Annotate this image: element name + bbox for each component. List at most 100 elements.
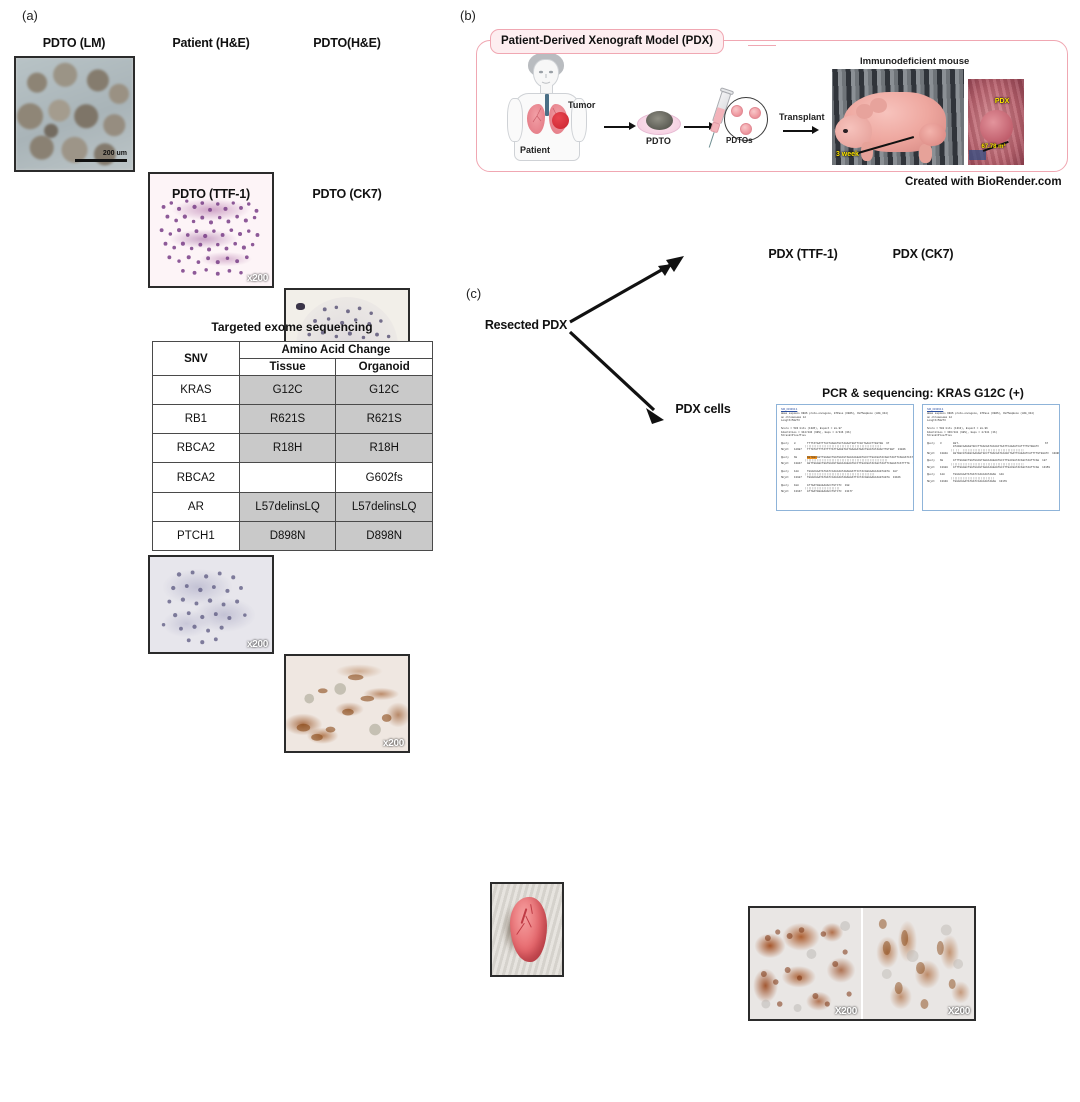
alignment-row: Query 128 TGGACGAATATGATCCAACAATAGAG 148 [927, 473, 1055, 477]
cell-snv: RBCA2 [152, 462, 240, 493]
cell-organoid: R18H [335, 433, 433, 464]
ttf1-cell-detail [760, 921, 852, 1012]
shoulder-left [507, 98, 523, 142]
transplant-label: Transplant [779, 112, 825, 122]
arrow-1-head [629, 122, 636, 130]
align-start: 68 [940, 459, 944, 463]
align-label: Query [927, 459, 935, 463]
magnification-label: x200 [246, 273, 268, 284]
patient-illustration: Tumor Patient [494, 52, 606, 164]
alignment-row: Query 128 TGGACGAATATGATCCAACAATAGAGGATT… [781, 470, 909, 474]
pdx-ck7-title: PDX (CK7) [892, 247, 954, 261]
table-caption: Targeted exome sequencing [211, 320, 373, 334]
align-seq: ATTGATGGAGAAACCTGTCTC [807, 490, 842, 494]
align-start: 128 [940, 473, 945, 477]
pdx-note: PDX [994, 97, 1010, 105]
alignment-match-bars: ||||||||||||||||||||||||||||||||||||||||… [951, 463, 1024, 466]
pdx-ihc-image-pair: X200 X200 [748, 906, 976, 1021]
pdx-ttf1-image: X200 [750, 908, 863, 1019]
alignment-row: Sbjct 12987 TTTGTATTTTATTTTATTAAGGTGCTGA… [781, 448, 909, 452]
cell-tissue: R621S [238, 404, 337, 435]
mouse-ear-right [870, 97, 888, 114]
blast-accession-link[interactable]: NM_033360.4 [781, 408, 798, 411]
resected-pdx-image [490, 882, 564, 977]
snv-table-body: KRAS G12C G12C RB1 R621S R621S RBCA2 R18… [152, 374, 433, 552]
alignment-match-bars: || || ||||||||||||||||||||||||||||||||||… [951, 449, 1024, 452]
mouse-week-note: 3 week [835, 150, 859, 158]
organoid-1 [731, 105, 743, 117]
table-row: PTCH1 D898N D898N [152, 520, 433, 552]
align-label: Query [927, 441, 935, 445]
alignment-row: Sbjct 13047 AGTTGGAGCTGGTGGCGTAGGCAAGAGT… [781, 462, 913, 466]
he-tissue-blob [150, 174, 272, 286]
cell-snv: RBCA2 [152, 433, 240, 464]
snv-table: SNV Amino Acid Change Tissue Organoid KR… [152, 341, 434, 552]
align-start: 13048 [940, 452, 948, 455]
cell-organoid: G602fs [335, 462, 433, 493]
align-end: 13159 [1042, 466, 1050, 469]
align-end: 13177 [844, 490, 853, 494]
align-label: Query [781, 441, 789, 445]
align-seq: ATTTGGAGCTGGTGGCGTAGGCAAGAGTGCCTTGACGATA… [953, 459, 1040, 463]
magnification-label: X200 [947, 1006, 970, 1017]
pdx-tumor-zoom-photo: PDX 67.78 m³ [968, 79, 1024, 165]
blast-result-1: NM_033360.4 Homo sapiens KRAS proto-onco… [776, 404, 914, 511]
alignment-row: Query 3 GGT-GTAGGCAAGAGTGCCTTGACGATACAGC… [927, 442, 1055, 449]
magnification-label: x200 [382, 738, 404, 749]
mouse-caption: Immunodeficient mouse [860, 56, 970, 67]
cell-tissue [238, 462, 337, 493]
alignment-row: Sbjct 13100 ATTTGGAGCTGGTGGCGTAGGCAAGAGT… [927, 466, 1055, 470]
align-seq: TGGACGAATATGATCCAACAATAGAGGATTCCTACAGGAA… [807, 469, 890, 473]
pdx-model-title: Patient-Derived Xenograft Model (PDX) [490, 29, 725, 54]
align-start: 68 [794, 455, 798, 459]
patient-he-image: x200 [148, 172, 274, 288]
blast-identities: Identities = 336/341 (98%), Gaps = 2/341… [927, 430, 998, 434]
align-start: 8 [794, 441, 796, 445]
cell-organoid: L57delinsLQ [335, 491, 433, 522]
align-label: Sbjct [927, 452, 935, 455]
face-features [538, 70, 554, 84]
arrow-to-cells [568, 330, 664, 424]
cage-edge [969, 149, 986, 160]
align-label: Query [781, 455, 789, 459]
ihc-positive-field [286, 656, 408, 751]
align-seq: TGGACGAATATGATCCAACAATAGAGGATTCCTACAGGAA… [807, 476, 890, 480]
cell-tissue: R18H [238, 433, 337, 464]
blast-header-1: Homo sapiens KRAS proto-oncogene, GTPase… [927, 411, 1035, 415]
alignment-match-bars: |||||||||||||||||||||||||| [951, 477, 995, 480]
panel-b-letter: (b) [460, 8, 476, 23]
align-label: Query [781, 483, 789, 487]
trachea-shape [545, 94, 549, 116]
syringe-needle [708, 131, 715, 148]
align-start: 13167 [794, 490, 802, 494]
syringe-tip-fluid [709, 121, 721, 134]
mouse-tumor [919, 122, 946, 146]
pdto-ck7-image: x200 [284, 654, 410, 753]
align-seq: TGGACGAATATGATCCAACAATAGAG [953, 473, 997, 477]
scalebar-label: 200 um [102, 150, 127, 157]
blast-accession-link[interactable]: NM_033360.4 [927, 408, 944, 411]
blast-header-3: Length=50273 [927, 419, 946, 423]
align-end: 148 [999, 473, 1004, 477]
blast-strand: Strand=Plus/Plus [927, 434, 952, 438]
pdto-dish: PDTO [637, 108, 681, 148]
organoid-2 [749, 107, 761, 119]
scalebar [75, 159, 127, 162]
align-start: 13047 [794, 462, 802, 466]
pdtos-circle [724, 97, 768, 141]
align-label: Sbjct [927, 466, 935, 469]
mouse-eye [842, 128, 848, 134]
panel-a-letter: (a) [22, 8, 38, 23]
pdto-ttf1-title: PDTO (TTF-1) [172, 187, 250, 201]
align-label: Sbjct [781, 490, 789, 494]
blast-score: Score = 503 bits (1385), Expect = 2e-97 [781, 426, 842, 430]
blast-header-1: Homo sapiens KRAS proto-oncogene, GTPase… [781, 411, 889, 415]
cell-organoid: R621S [335, 404, 433, 435]
blast-score: Score = 502 bits (1313), Expect = 2e-96 [927, 426, 988, 430]
pdx-ck7-image: X200 [863, 908, 974, 1019]
align-end: 13106 [913, 462, 914, 466]
magnification-label: x200 [246, 639, 268, 650]
pdx-volume-note: 67.78 m³ [981, 144, 1006, 151]
snv-table-wrapper: SNV Amino Acid Change Tissue Organoid KR… [152, 341, 434, 552]
alignment-row: Query 8 TTTTATGATTTACTAAGGTGCTAAAATGGTTC… [781, 442, 909, 446]
